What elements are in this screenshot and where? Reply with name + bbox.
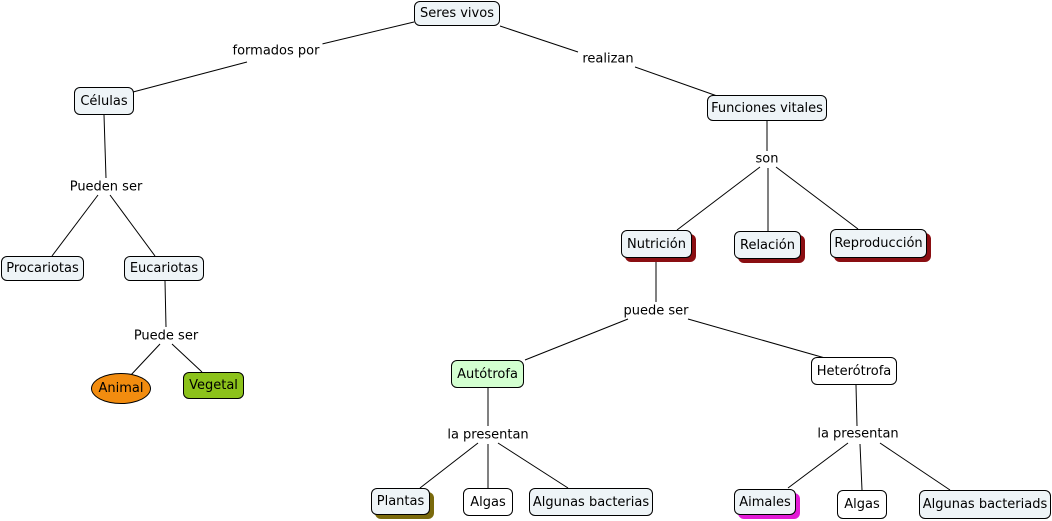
node-eucariotas[interactable]: Eucariotas (124, 256, 204, 281)
node-algunas-bacteriads[interactable]: Algunas bacteriads (919, 490, 1051, 519)
node-nutricion[interactable]: Nutrición (621, 230, 692, 258)
node-animal[interactable]: Animal (91, 373, 151, 404)
node-funciones-vitales[interactable]: Funciones vitales (707, 95, 827, 121)
link-label-puede-ser-cells: Puede ser (130, 328, 202, 344)
node-algas-autotrofa[interactable]: Algas (463, 488, 513, 516)
node-heterotrofa[interactable]: Heterótrofa (811, 357, 897, 385)
node-algunas-bacterias[interactable]: Algunas bacterias (529, 488, 653, 516)
node-seres-vivos[interactable]: Seres vivos (414, 1, 500, 26)
node-celulas[interactable]: Células (74, 87, 134, 115)
node-plantas[interactable]: Plantas (371, 488, 430, 515)
link-label-la-presentan-heterotrofa: la presentan (814, 426, 902, 442)
link-label-la-presentan-autotrofa: la presentan (444, 427, 532, 443)
node-aimales[interactable]: Aimales (734, 489, 796, 515)
node-relacion[interactable]: Relación (734, 231, 801, 259)
link-label-pueden-ser: Pueden ser (66, 179, 146, 195)
node-procariotas[interactable]: Procariotas (1, 256, 84, 281)
link-label-formados-por: formados por (229, 43, 323, 59)
node-vegetal[interactable]: Vegetal (183, 372, 244, 399)
node-reproduccion[interactable]: Reproducción (830, 229, 927, 258)
link-label-puede-ser-nutrition: puede ser (620, 303, 692, 319)
node-algas-heterotrofa[interactable]: Algas (837, 490, 887, 519)
node-autotrofa[interactable]: Autótrofa (451, 360, 524, 388)
link-label-realizan: realizan (579, 51, 637, 67)
link-label-son: son (752, 151, 782, 167)
